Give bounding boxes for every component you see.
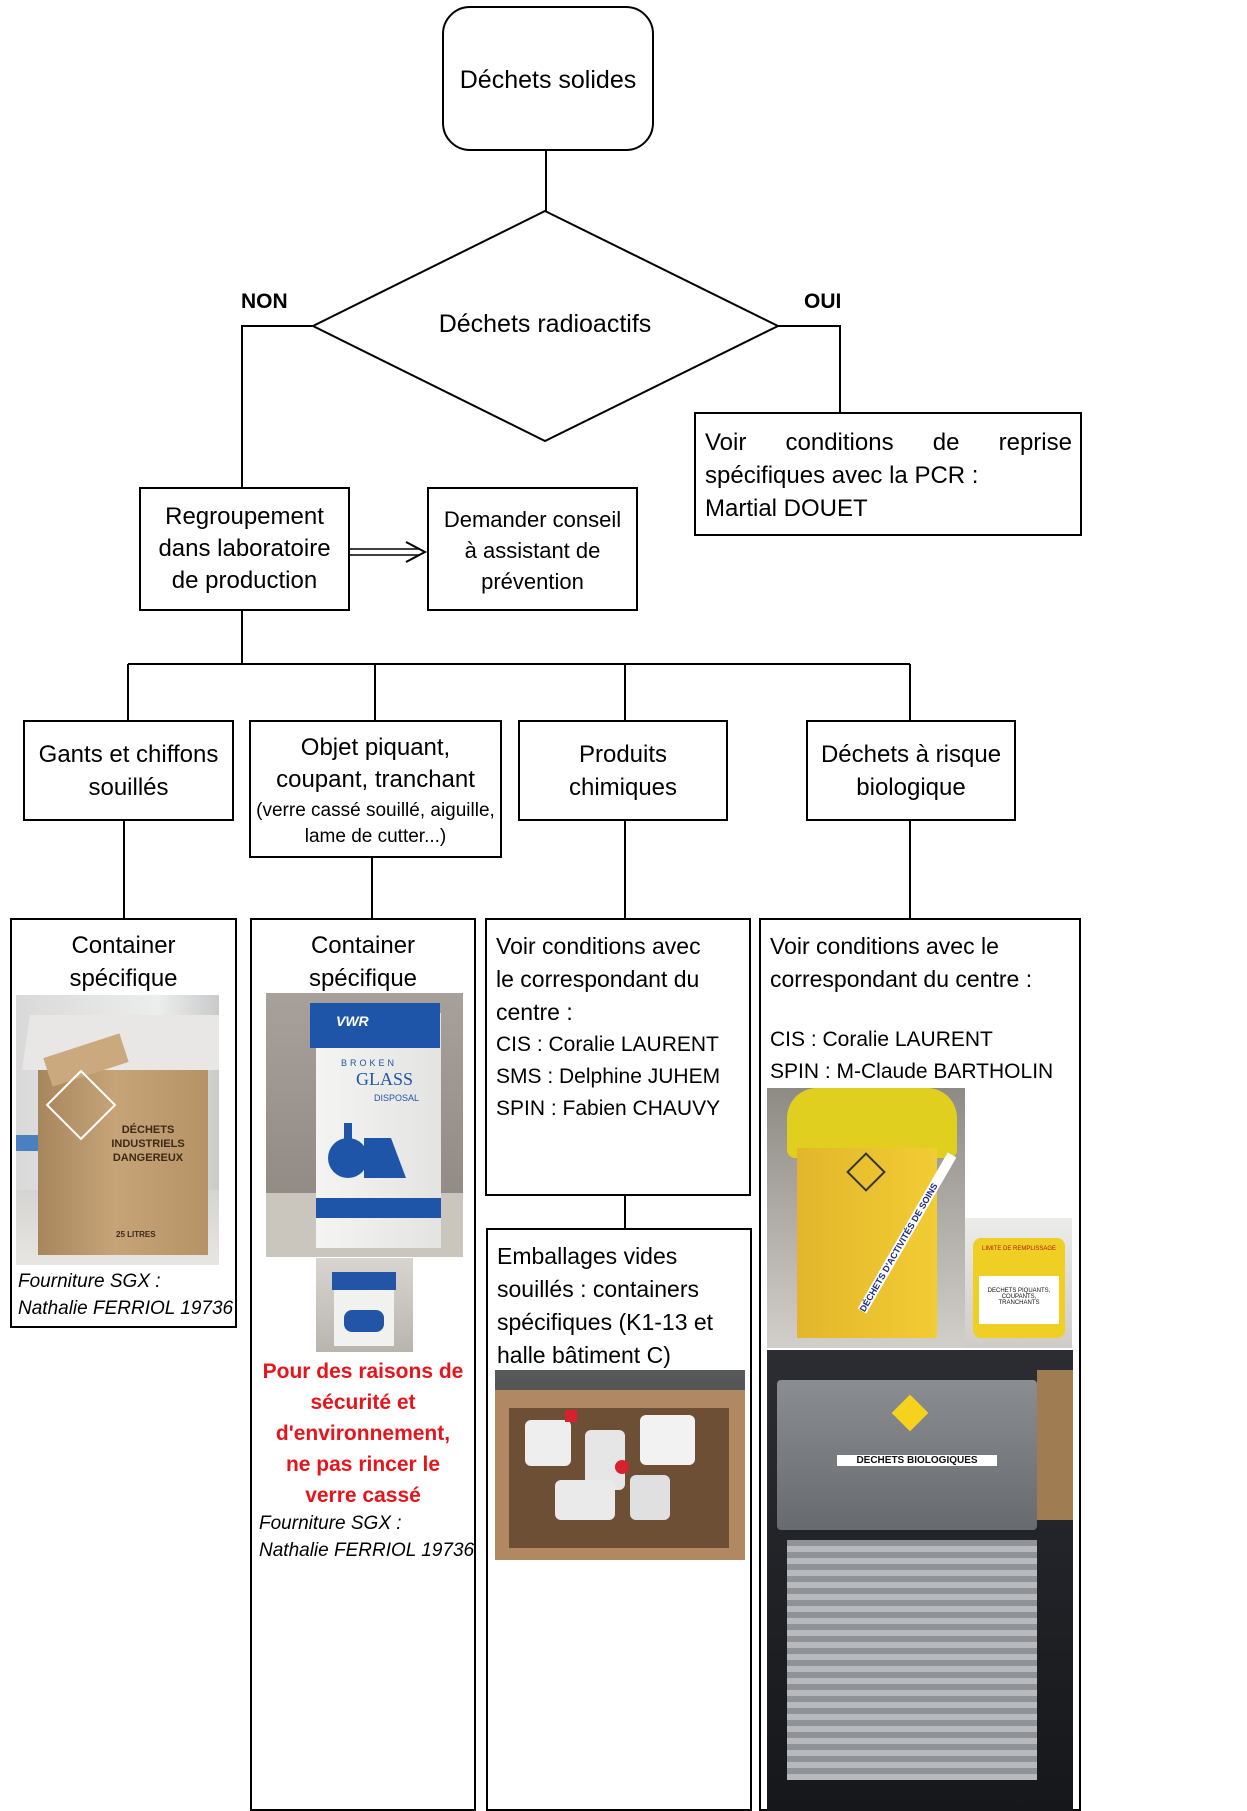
sharps-supply: Fourniture SGX : Nathalie FERRIOL 19736: [259, 1513, 475, 1561]
category-chemicals: Produits chimiques: [518, 720, 728, 821]
category-sharps: Objet piquant, coupant, tranchant (verre…: [249, 720, 502, 858]
gloves-supply: Fourniture SGX : Nathalie FERRIOL 19736: [18, 1271, 234, 1319]
decision-diamond: [310, 209, 781, 443]
regroup-line: Regroupement: [165, 503, 324, 530]
category-gloves: Gants et chiffons souillés: [23, 720, 234, 821]
decision-label: Déchets radioactifs: [438, 310, 652, 338]
radioactive-conditions-box: Voir conditions de reprise spécifiques a…: [694, 412, 1082, 536]
sharps-warning: Pour des raisons de sécurité et d'enviro…: [262, 1360, 464, 1507]
regroup-line: dans laboratoire: [158, 535, 331, 562]
advice-line: Demander conseil: [443, 507, 622, 532]
start-label: Déchets solides: [459, 66, 637, 94]
chemicals-conditions-box: Voir conditions avec le correspondant du…: [485, 918, 751, 1196]
yes-label: OUI: [804, 290, 842, 313]
bio-bin-photo: DECHETS BIOLOGIQUES: [767, 1350, 1073, 1811]
gloves-photo-label: DÉCHETS INDUSTRIELS DANGEREUX: [111, 1124, 185, 1164]
empty-packaging-photo: [495, 1370, 745, 1560]
gloves-container-photo: DÉCHETS INDUSTRIELS DANGEREUX 25 LITRES: [16, 995, 219, 1265]
radio-line-1: Voir conditions de reprise: [705, 429, 1072, 456]
gloves-photo-sub: 25 LITRES: [116, 1230, 156, 1239]
sharps-small-photo: [316, 1258, 413, 1352]
bio-container-photo: DÉCHETS D'ACTIVITÉS DE SOINS: [767, 1088, 965, 1348]
bio-sharps-photo: LIMITE DE REMPLISSAGE DECHETS PIQUANTS, …: [965, 1218, 1072, 1348]
regroup-line: de production: [171, 567, 318, 594]
advice-line: à assistant de: [464, 538, 601, 563]
sharps-container-photo: VWR BROKEN GLASS DISPOSAL: [266, 993, 463, 1257]
start-node: Déchets solides: [442, 6, 654, 151]
category-biological: Déchets à risque biologique: [806, 720, 1016, 821]
radio-line-3: Martial DOUET: [705, 495, 868, 522]
advice-box: Demander conseil à assistant de préventi…: [427, 487, 638, 611]
radio-line-2: spécifiques avec la PCR :: [705, 462, 979, 489]
glassware-icon: [328, 1123, 406, 1178]
no-label: NON: [241, 290, 288, 313]
advice-line: prévention: [481, 569, 584, 594]
regroup-box: Regroupement dans laboratoire de product…: [139, 487, 350, 611]
